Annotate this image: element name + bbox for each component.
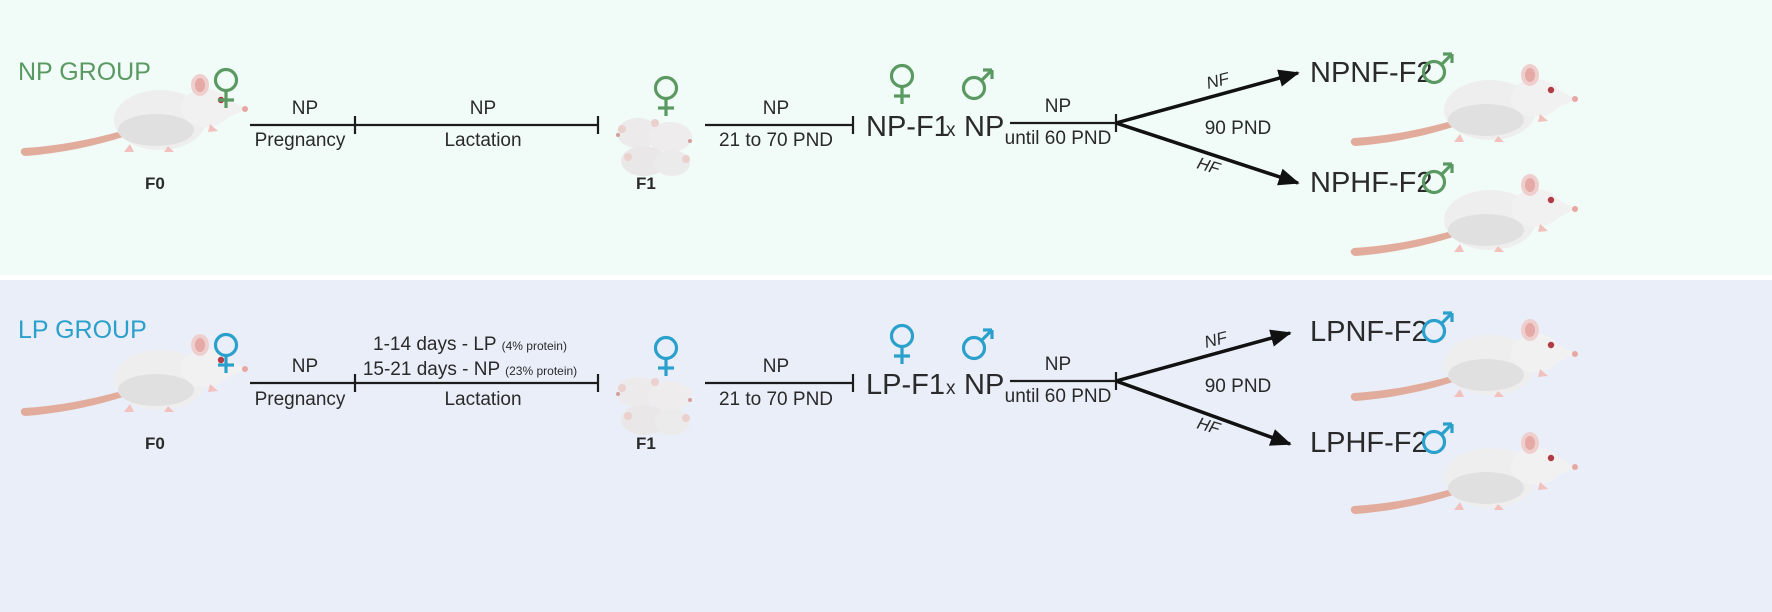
post-weaning-diet: NP: [763, 98, 789, 119]
generation-label-f0: F0: [145, 174, 165, 193]
lactation-label: Lactation: [444, 389, 521, 410]
post-weaning-diet: NP: [763, 356, 789, 377]
age-label: 90 PND: [1205, 118, 1272, 139]
outcome-label-lower: LPHF-F2: [1310, 427, 1428, 459]
mating-label: until 60 PND: [1005, 128, 1112, 149]
branch-arrow-upper: [1115, 69, 1300, 125]
branch-arrow-lower: [1115, 121, 1300, 186]
cross-symbol: x: [946, 120, 956, 141]
cross-female: NP-F1: [866, 111, 950, 143]
diet-phase-2: 15-21 days - NP: [363, 359, 500, 380]
mating-label: until 60 PND: [1005, 386, 1112, 407]
panel-divider: [0, 275, 1772, 280]
pregnancy-diet: NP: [292, 356, 318, 377]
generation-label-f0: F0: [145, 434, 165, 453]
lactation-diet-line-2: 15-21 days - NP (23% protein): [363, 359, 577, 380]
lactation-diet: NP: [470, 98, 496, 119]
cross-male: NP: [964, 369, 1004, 401]
generation-label-f1: F1: [636, 174, 656, 193]
post-weaning-label: 21 to 70 PND: [719, 130, 833, 151]
lactation-label: Lactation: [444, 130, 521, 151]
group-title: LP GROUP: [18, 316, 147, 344]
cross-symbol: x: [946, 378, 956, 399]
pregnancy-diet: NP: [292, 98, 318, 119]
lactation-diet-line-1: 1-14 days - LP (4% protein): [373, 334, 567, 355]
group-title: NP GROUP: [18, 58, 151, 86]
diet-phase-1: 1-14 days - LP: [373, 334, 497, 355]
cross-female: LP-F1: [866, 369, 945, 401]
post-weaning-label: 21 to 70 PND: [719, 389, 833, 410]
generation-label-f1: F1: [636, 434, 656, 453]
outcome-label-upper: NPNF-F2: [1310, 57, 1432, 89]
lp-group-row: LP GROUP F0 NP Pregnancy 1-14 days - LP (…: [18, 311, 1578, 514]
outcome-label-lower: NPHF-F2: [1310, 167, 1432, 199]
age-label: 90 PND: [1205, 376, 1272, 397]
mating-diet: NP: [1045, 96, 1071, 117]
pregnancy-label: Pregnancy: [255, 130, 346, 151]
np-group-row: NP GROUP F0 NP Pregnancy NP Lactation F1…: [18, 52, 1578, 256]
lp-group-panel: [0, 280, 1772, 612]
branch-arrow-upper: [1115, 329, 1292, 383]
pregnancy-label: Pregnancy: [255, 389, 346, 410]
outcome-label-upper: LPNF-F2: [1310, 316, 1428, 348]
mating-diet: NP: [1045, 354, 1071, 375]
diet-phase-1-note: (4% protein): [502, 339, 567, 353]
diet-phase-2-note: (23% protein): [505, 364, 577, 378]
cross-male: NP: [964, 111, 1004, 143]
branch-arrow-lower: [1115, 379, 1292, 446]
